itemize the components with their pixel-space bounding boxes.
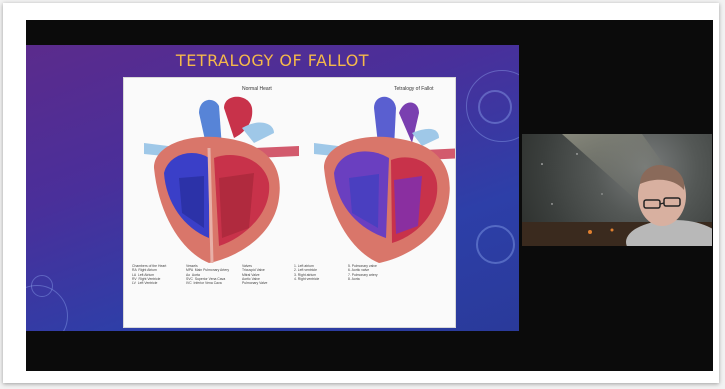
webcam-scene	[522, 134, 712, 246]
legend-tof-2: 5. Pulmonary valve 6. Aortic valve 7. Pu…	[348, 264, 378, 281]
legend-tof-1: 1. Left atrium 2. Left ventricle 3. Righ…	[294, 264, 319, 281]
decorative-circle	[478, 90, 512, 124]
tof-heart-illustration	[314, 97, 455, 263]
legend-chambers: Chambers of the Heart RA Right Atrium LA…	[132, 264, 166, 285]
diagram-panel: Normal Heart Tetralogy of Fallot	[123, 77, 456, 328]
presentation-slide: TETRALOGY OF FALLOT Normal Heart Tetralo…	[26, 45, 519, 331]
presenter-webcam	[522, 134, 712, 246]
decorative-circle	[31, 275, 53, 297]
decorative-circle	[476, 225, 515, 264]
normal-heart-illustration	[144, 97, 299, 263]
legend-valves: Valves Tricuspid Valve Mitral Valve Aort…	[242, 264, 267, 285]
slide-title: TETRALOGY OF FALLOT	[26, 51, 519, 70]
heart-diagram	[124, 88, 455, 268]
legend-vessels: Vessels MPA Main Pulmonary Artery Ao Aor…	[186, 264, 229, 285]
